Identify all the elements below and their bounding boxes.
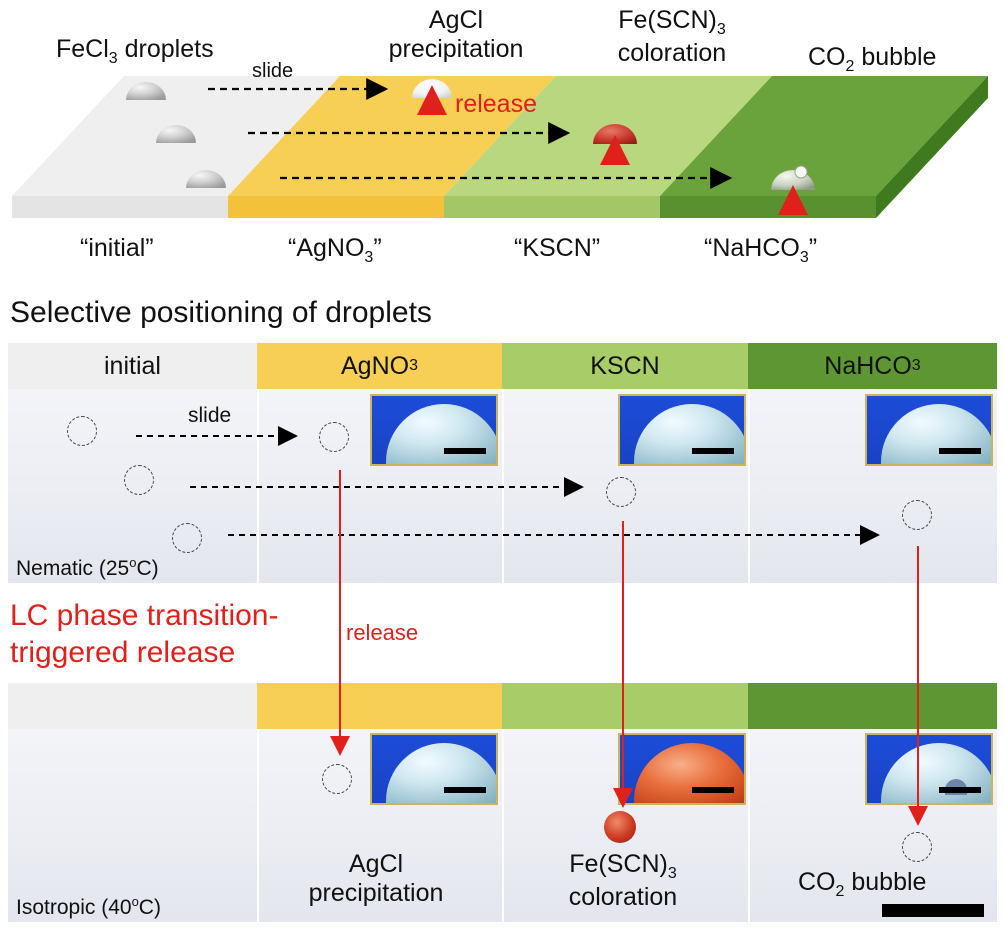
co2-bubble xyxy=(794,165,808,179)
droplet-profile xyxy=(386,404,496,464)
zone-agno3-front xyxy=(228,196,444,218)
fescn-label-photo: Fe(SCN)3 coloration xyxy=(568,850,678,912)
zone-initial-front xyxy=(12,196,228,218)
zone-nahco3-label: “NaHCO3” xyxy=(704,234,818,266)
zone-kscn-front xyxy=(444,196,660,218)
droplet-marker xyxy=(67,416,97,446)
band-nahco3-bottom xyxy=(748,683,997,729)
panel-initial-isotropic xyxy=(8,729,257,922)
co2-bubble-label-photo: CO2 bubble xyxy=(798,868,927,900)
co2-bubble-label: CO2 bubble xyxy=(808,43,937,75)
zone-initial-label: “initial” xyxy=(80,234,154,262)
slab-side xyxy=(876,76,988,218)
inset-nahco3-isotropic xyxy=(865,733,993,805)
scale-bar xyxy=(939,787,981,793)
inset-agno3-isotropic xyxy=(370,733,498,805)
droplet-marker xyxy=(319,422,349,452)
droplet-profile xyxy=(386,743,496,803)
fescn-droplet-photo xyxy=(604,811,636,843)
scale-bar xyxy=(939,448,981,454)
scale-bar xyxy=(444,448,486,454)
fecl3-droplets-label: FeCl3 droplets xyxy=(56,35,214,67)
condition-nematic: Nematic (25oC) xyxy=(16,555,159,580)
droplet-marker xyxy=(902,500,932,530)
slide-label: slide xyxy=(252,60,294,82)
zone-nahco3-top xyxy=(660,76,988,196)
zone-agno3-label: “AgNO3” xyxy=(288,234,382,266)
scale-bar xyxy=(692,787,734,793)
scale-bar xyxy=(444,787,486,793)
fescn-label: Fe(SCN)3 coloration xyxy=(617,6,727,68)
droplet-marker xyxy=(124,465,154,495)
inset-kscn-nematic xyxy=(618,394,746,466)
condition-isotropic: Isotropic (40oC) xyxy=(16,894,161,919)
droplet-marker xyxy=(322,764,352,794)
release-label-middle: release xyxy=(346,620,419,645)
band-agno3-bottom xyxy=(257,683,502,729)
schematic-diagram xyxy=(12,76,988,218)
slide-label-photo: slide xyxy=(188,404,232,427)
band-kscn: KSCN xyxy=(502,343,748,389)
fecl3-droplet-1 xyxy=(126,82,166,100)
scale-bar-main xyxy=(882,904,984,917)
droplet-marker xyxy=(172,523,202,553)
band-kscn-bottom xyxy=(502,683,748,729)
agcl-label-photo: AgCl precipitation xyxy=(308,850,444,907)
droplet-profile xyxy=(881,743,991,803)
section-title: Selective positioning of droplets xyxy=(10,296,432,329)
inset-nahco3-nematic xyxy=(865,394,993,466)
droplet-profile xyxy=(881,404,991,464)
lc-phase-transition-label: LC phase transition- triggered release xyxy=(10,599,279,669)
band-initial-bottom xyxy=(8,683,257,729)
inset-agno3-nematic xyxy=(370,394,498,466)
droplet-profile xyxy=(634,404,744,464)
zone-kscn-label: “KSCN” xyxy=(514,234,601,262)
droplet-marker xyxy=(902,832,932,862)
fecl3-droplet-3 xyxy=(186,170,226,188)
release-label: release xyxy=(455,90,537,118)
band-initial: initial xyxy=(8,343,257,389)
zone-nahco3-front xyxy=(660,196,876,218)
droplet-marker xyxy=(606,477,636,507)
scale-bar xyxy=(692,448,734,454)
zone-agno3-top xyxy=(228,76,556,196)
inset-kscn-isotropic xyxy=(618,733,746,805)
red-droplet-profile xyxy=(634,743,744,803)
fecl3-droplet-2 xyxy=(156,125,196,143)
